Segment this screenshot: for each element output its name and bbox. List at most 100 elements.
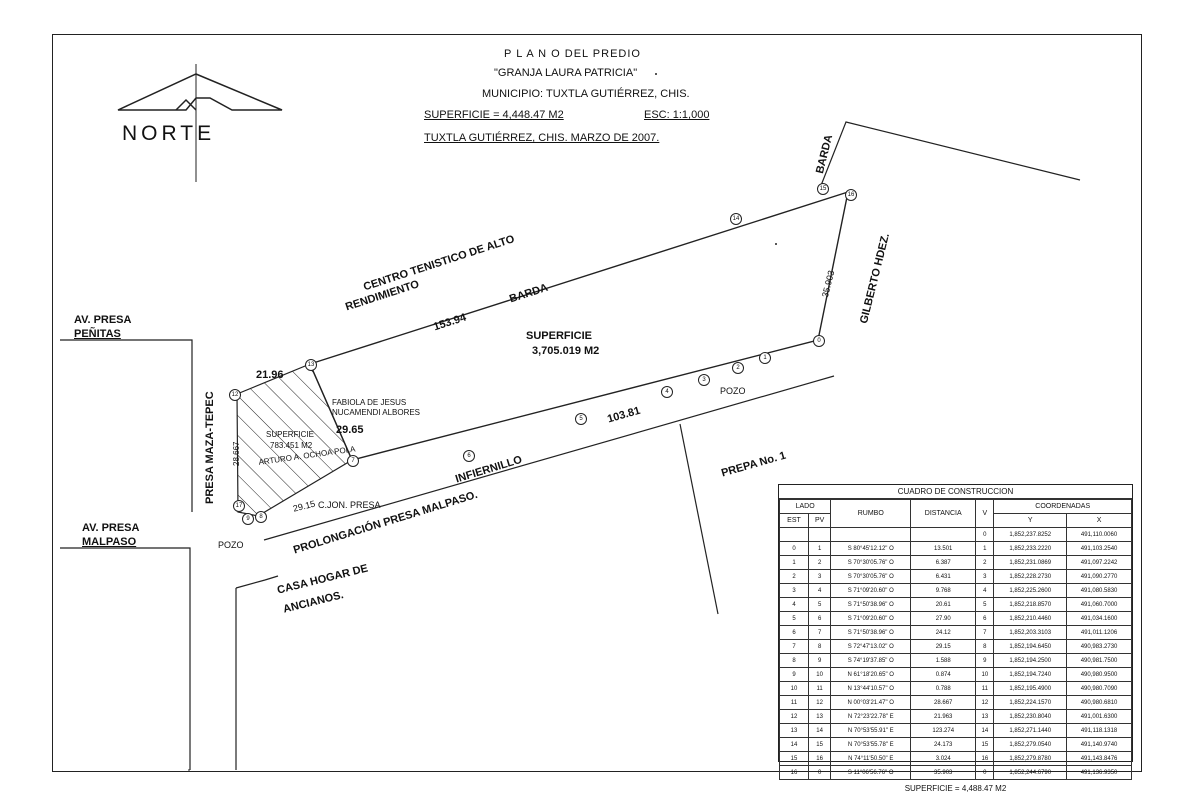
table-cell: 5 <box>975 597 995 612</box>
table-cell: 4 <box>779 597 809 612</box>
table-cell: 1,852,279.0540 <box>993 737 1068 752</box>
table-row: 0 1,852,237.8252 491,110.0060 <box>779 527 1132 542</box>
header-v: V <box>975 499 995 528</box>
table-cell: N 72°23'22.78" E <box>830 709 912 724</box>
table-cell: 6.387 <box>910 555 977 570</box>
table-cell: S 70°30'05.76" O <box>830 569 912 584</box>
table-cell: 1.588 <box>910 653 977 668</box>
municipality: MUNICIPIO: TUXTLA GUTIÉRREZ, CHIS. <box>482 88 690 100</box>
table-cell: 10 <box>975 667 995 682</box>
table-cell: 14 <box>975 723 995 738</box>
table-cell: 1,852,218.8570 <box>993 597 1068 612</box>
plan-title: P L A N O DEL PREDIO <box>504 48 641 60</box>
table-cell: 6 <box>779 625 809 640</box>
table-cell: 490,981.7500 <box>1066 653 1132 668</box>
vertex-marker: 7 <box>347 455 359 467</box>
table-cell: 490,980.7090 <box>1066 681 1132 696</box>
table-cell: 2 <box>975 555 995 570</box>
table-cell: 8 <box>807 639 832 654</box>
table-cell: 11 <box>779 695 809 710</box>
table-cell: 21.963 <box>910 709 977 724</box>
table-cell: 13.501 <box>910 541 977 556</box>
table-cell: 27.90 <box>910 611 977 626</box>
table-cell: 13 <box>807 709 832 724</box>
table-cell: 0 <box>779 541 809 556</box>
table-cell: 491,103.2540 <box>1066 541 1132 556</box>
table-cell: 1,852,237.8252 <box>993 527 1068 542</box>
label-av-penitas: AV. PRESA <box>74 314 132 326</box>
construction-grid: LADO RUMBO DISTANCIA V COORDENADAS EST P… <box>778 499 1132 780</box>
table-cell: 13 <box>779 723 809 738</box>
table-cell: 491,143.8476 <box>1066 751 1132 766</box>
label-presa-maza: PRESA MAZA-TEPEC <box>204 391 216 504</box>
table-cell: 1,852,230.8040 <box>993 709 1068 724</box>
table-cell: S 80°45'12.12" O <box>830 541 912 556</box>
table-cell: 9.768 <box>910 583 977 598</box>
label-pozo-left: POZO <box>218 540 244 550</box>
construction-table: CUADRO DE CONSTRUCCION LADO RUMBO DISTAN… <box>778 484 1133 793</box>
vertex-marker: 16 <box>845 189 857 201</box>
place-date: TUXTLA GUTIÉRREZ, CHIS. MARZO DE 2007. <box>424 132 660 144</box>
north-arrow-icon <box>117 64 283 182</box>
header-lado: LADO <box>778 499 832 514</box>
header-x: X <box>1066 513 1132 528</box>
table-cell: 1,852,194.7240 <box>993 667 1068 682</box>
table-cell: 9 <box>975 653 995 668</box>
label-superficie-small: SUPERFICIE <box>266 430 315 439</box>
vertex-marker: 3 <box>698 374 710 386</box>
table-cell: 3 <box>779 583 809 598</box>
header-pv: PV <box>807 513 832 528</box>
table-cell: S 71°09'20.60" O <box>830 583 912 598</box>
table-cell: 15 <box>807 737 832 752</box>
table-cell: 6.431 <box>910 569 977 584</box>
table-cell: 4 <box>807 583 832 598</box>
surface-total: SUPERFICIE = 4,448.47 M2 <box>424 109 564 121</box>
label-length-28: 28.667 <box>232 441 241 466</box>
table-cell: 491,034.1600 <box>1066 611 1132 626</box>
table-cell: 7 <box>807 625 832 640</box>
table-cell: 12 <box>779 709 809 724</box>
table-cell: 491,110.0060 <box>1066 527 1132 542</box>
table-cell: 5 <box>779 611 809 626</box>
table-cell: 1,852,233.2220 <box>993 541 1068 556</box>
table-cell: 10 <box>779 681 809 696</box>
table-cell: 20.61 <box>910 597 977 612</box>
table-cell: 0 <box>975 527 995 542</box>
drawing-frame <box>52 34 1142 772</box>
label-penitas: PEÑITAS <box>74 328 121 340</box>
table-cell: 1,852,210.4460 <box>993 611 1068 626</box>
table-cell: 1 <box>807 541 832 556</box>
table-cell: 29.15 <box>910 639 977 654</box>
table-cell: 24.12 <box>910 625 977 640</box>
table-cell: 1,852,271.1440 <box>993 723 1068 738</box>
table-cell: 28.667 <box>910 695 977 710</box>
table-cell: N 70°53'55.78" E <box>830 737 912 752</box>
header-rumbo: RUMBO <box>830 499 912 528</box>
label-malpaso: MALPASO <box>82 536 137 548</box>
table-cell: 2 <box>807 555 832 570</box>
table-cell: 491,118.1318 <box>1066 723 1132 738</box>
table-cell: 8 <box>779 653 809 668</box>
table-cell: 491,080.5830 <box>1066 583 1132 598</box>
vertex-marker: 2 <box>732 362 744 374</box>
parcel-small <box>236 363 353 517</box>
table-cell: 123.274 <box>910 723 977 738</box>
label-cjon: C.JON. PRESA <box>318 500 381 510</box>
table-cell: 14 <box>779 737 809 752</box>
vertex-marker: 15 <box>817 183 829 195</box>
table-cell: 1,852,224.1570 <box>993 695 1068 710</box>
vertex-marker: 0 <box>813 335 825 347</box>
table-cell: 9 <box>807 653 832 668</box>
vertex-marker: 13 <box>305 359 317 371</box>
table-cell: 6 <box>807 611 832 626</box>
table-cell: 3.024 <box>910 751 977 766</box>
label-length-21: 21.96 <box>256 369 284 381</box>
label-av-malpaso: AV. PRESA <box>82 522 140 534</box>
